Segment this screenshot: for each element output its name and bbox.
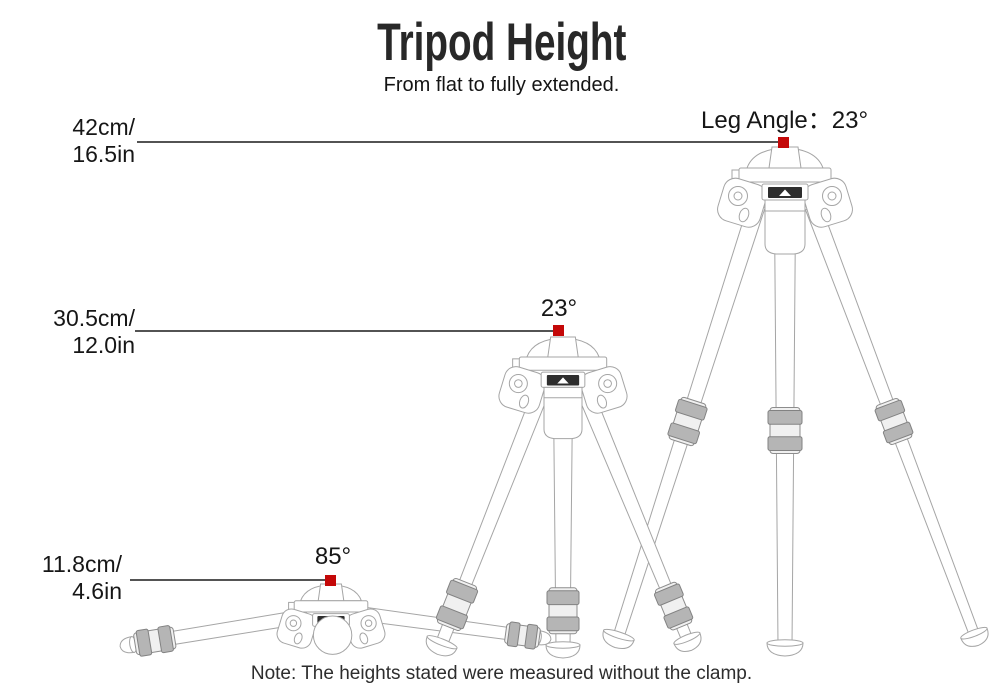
tripod-flat-drawing: [119, 583, 552, 657]
height-metric-flat: 11.8cm/: [41, 551, 122, 577]
tripod-half-extended-drawing: [425, 336, 702, 659]
angle-label-half: 23°: [540, 295, 578, 322]
page-subtitle: From flat to fully extended.: [383, 74, 620, 96]
page-title-text: Tripod Height: [376, 13, 627, 72]
height-marker-extended: [778, 137, 789, 148]
footnote: Note: The heights stated were measured w…: [250, 663, 753, 684]
height-marker-half: [553, 325, 564, 336]
height-label-half: 30.5cm/ 12.0in: [18, 305, 135, 359]
leg-angle-label: Leg Angle：23°: [701, 107, 869, 134]
annotation-layer: [130, 137, 789, 586]
height-marker-flat: [325, 575, 336, 586]
height-imperial-flat: 4.6in: [72, 578, 122, 604]
height-metric-half: 30.5cm/: [53, 305, 135, 331]
angle-label-flat: 85°: [314, 543, 352, 570]
height-imperial-half: 12.0in: [72, 332, 135, 358]
height-imperial-extended: 16.5in: [72, 141, 135, 167]
tripod-extended-drawing: [602, 146, 989, 657]
height-metric-extended: 42cm/: [72, 114, 135, 140]
height-label-extended: 42cm/ 16.5in: [18, 114, 135, 168]
page-title: Tripod Height: [0, 16, 1003, 69]
height-label-flat: 11.8cm/ 4.6in: [12, 551, 122, 605]
